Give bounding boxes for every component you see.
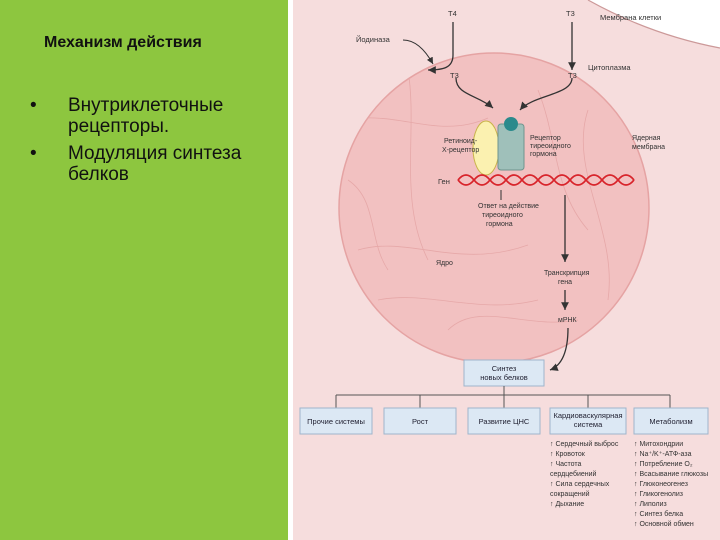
target-growth: Рост bbox=[383, 407, 457, 435]
bullet-dot-icon: • bbox=[30, 95, 37, 116]
nucleus-texture bbox=[347, 69, 610, 331]
bullet-item: • Внутриклеточные рецепторы. bbox=[30, 95, 280, 137]
target-label: Рост bbox=[412, 417, 429, 426]
bound-t3-dot bbox=[504, 117, 518, 131]
label-membrane: Мембрана клетки bbox=[600, 13, 661, 22]
cardio-effects-list: ↑ Сердечный выброс ↑ Кровоток ↑ Частота … bbox=[550, 440, 620, 508]
arrow-deiodinase bbox=[402, 39, 434, 65]
arrow-t4-to-t3 bbox=[427, 54, 454, 74]
left-panel: Механизм действия • Внутриклеточные рецеп… bbox=[0, 0, 288, 540]
target-cns-development: Развитие ЦНС bbox=[467, 407, 541, 435]
arrow-t3-left-to-receptor bbox=[455, 77, 494, 109]
target-label: Развитие ЦНС bbox=[479, 417, 530, 426]
bullet-text: Внутриклеточные рецепторы. bbox=[68, 95, 224, 137]
bullet-text: Модуляция синтеза белков bbox=[68, 143, 242, 185]
bullet-item: • Модуляция синтеза белков bbox=[30, 143, 280, 185]
cell-membrane bbox=[587, 0, 720, 49]
arrow-t3-right-to-receptor bbox=[519, 77, 573, 111]
label-deiodinase: Йодиназа bbox=[356, 35, 391, 44]
label-nucleus: Ядро bbox=[436, 260, 453, 267]
label-t3-in: T3 bbox=[566, 9, 575, 18]
slide-title: Механизм действия bbox=[44, 34, 202, 51]
diagram-canvas: T4 T3 Мембрана клетки Йодиназа Цитоплазм… bbox=[293, 0, 720, 540]
thyroid-hormone-diagram: T4 T3 Мембрана клетки Йодиназа Цитоплазм… bbox=[288, 0, 720, 540]
dna-gene bbox=[457, 174, 635, 186]
branch-lines bbox=[335, 386, 671, 408]
target-label: Прочие системы bbox=[307, 417, 365, 426]
label-gene: Ген bbox=[438, 177, 450, 186]
label-cytoplasm: Цитоплазма bbox=[588, 63, 631, 72]
metabolism-effects-list: ↑ Митохондрии ↑ Na⁺/K⁺-АТФ-аза ↑ Потребл… bbox=[634, 441, 710, 528]
label-mrna: мРНК bbox=[558, 317, 578, 324]
label-t4: T4 bbox=[448, 9, 457, 18]
bullet-dot-icon: • bbox=[30, 143, 37, 164]
label-t3-right: T3 bbox=[568, 71, 577, 80]
protein-synthesis-box bbox=[463, 359, 545, 387]
target-metabolism: Метаболизм bbox=[633, 407, 709, 435]
label-retinoid-receptor: Ретиноид-X-рецептор bbox=[442, 138, 479, 154]
label-t3-left: T3 bbox=[450, 71, 459, 80]
target-label: Метаболизм bbox=[649, 417, 692, 426]
bullet-list: • Внутриклеточные рецепторы. • Модуляция с… bbox=[30, 95, 280, 191]
arrow-mrna-to-synthesis bbox=[549, 327, 569, 371]
target-other-systems: Прочие системы bbox=[299, 407, 373, 435]
